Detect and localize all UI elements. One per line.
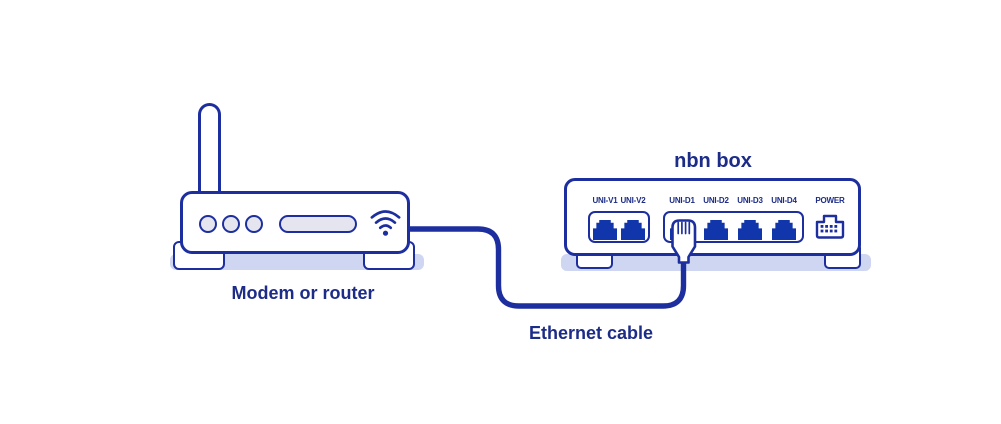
- port-label-uni-v2: UNI-V2: [620, 196, 646, 205]
- port-label-uni-v1: UNI-V1: [592, 196, 618, 205]
- modem-shadow: [170, 254, 424, 270]
- modem-label: Modem or router: [231, 283, 375, 303]
- port-label-uni-d2: UNI-D2: [703, 196, 729, 205]
- port-label-uni-d3: UNI-D3: [737, 196, 763, 205]
- ethernet-cable-label: Ethernet cable: [528, 323, 654, 343]
- port-label-uni-d1: UNI-D1: [669, 196, 695, 205]
- modem-indicator-light: [199, 215, 217, 233]
- modem-display-panel: [279, 215, 357, 233]
- port-uni-d4: [772, 220, 796, 240]
- power-connector-icon: [815, 214, 845, 239]
- wifi-icon: [370, 210, 401, 236]
- modem-antenna: [198, 103, 221, 198]
- port-uni-v2: [621, 220, 645, 240]
- modem-indicator-light: [245, 215, 263, 233]
- nbn-box-title: nbn box: [674, 150, 752, 172]
- port-label-uni-d4: UNI-D4: [771, 196, 797, 205]
- port-uni-v1: [593, 220, 617, 240]
- port-uni-d2: [704, 220, 728, 240]
- port-uni-d3: [738, 220, 762, 240]
- port-uni-d1: [670, 220, 694, 240]
- modem-indicator-light: [222, 215, 240, 233]
- power-label: POWER: [815, 196, 845, 205]
